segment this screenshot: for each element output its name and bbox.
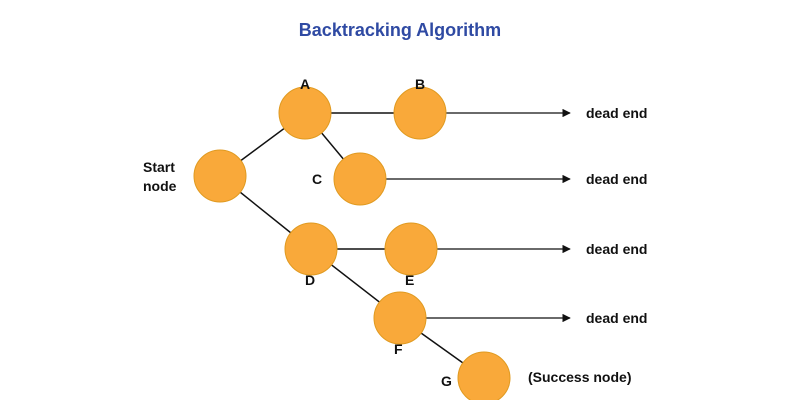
node-label-f: F [394,341,403,357]
node-b [393,86,447,140]
node-g [457,351,511,400]
node-label-c: C [312,171,322,187]
node-label-d: D [305,272,315,288]
node-d [284,222,338,276]
node-label-g: G [441,373,452,389]
page-title: Backtracking Algorithm [298,20,502,40]
node-label-e: E [405,272,414,288]
node-a [278,86,332,140]
start-label-line1: Start [143,159,175,175]
dead-end-label-e: dead end [586,241,647,257]
node-f [373,291,427,345]
success-node-label: (Success node) [528,369,631,385]
node-label-b: B [415,76,425,92]
dead-end-label-c: dead end [586,171,647,187]
node-e [384,222,438,276]
start-label-line2: node [143,178,177,194]
node-start [193,149,247,203]
dead-end-label-b: dead end [586,105,647,121]
node-c [333,152,387,206]
dead-end-label-f: dead end [586,310,647,326]
node-label-a: A [300,76,310,92]
